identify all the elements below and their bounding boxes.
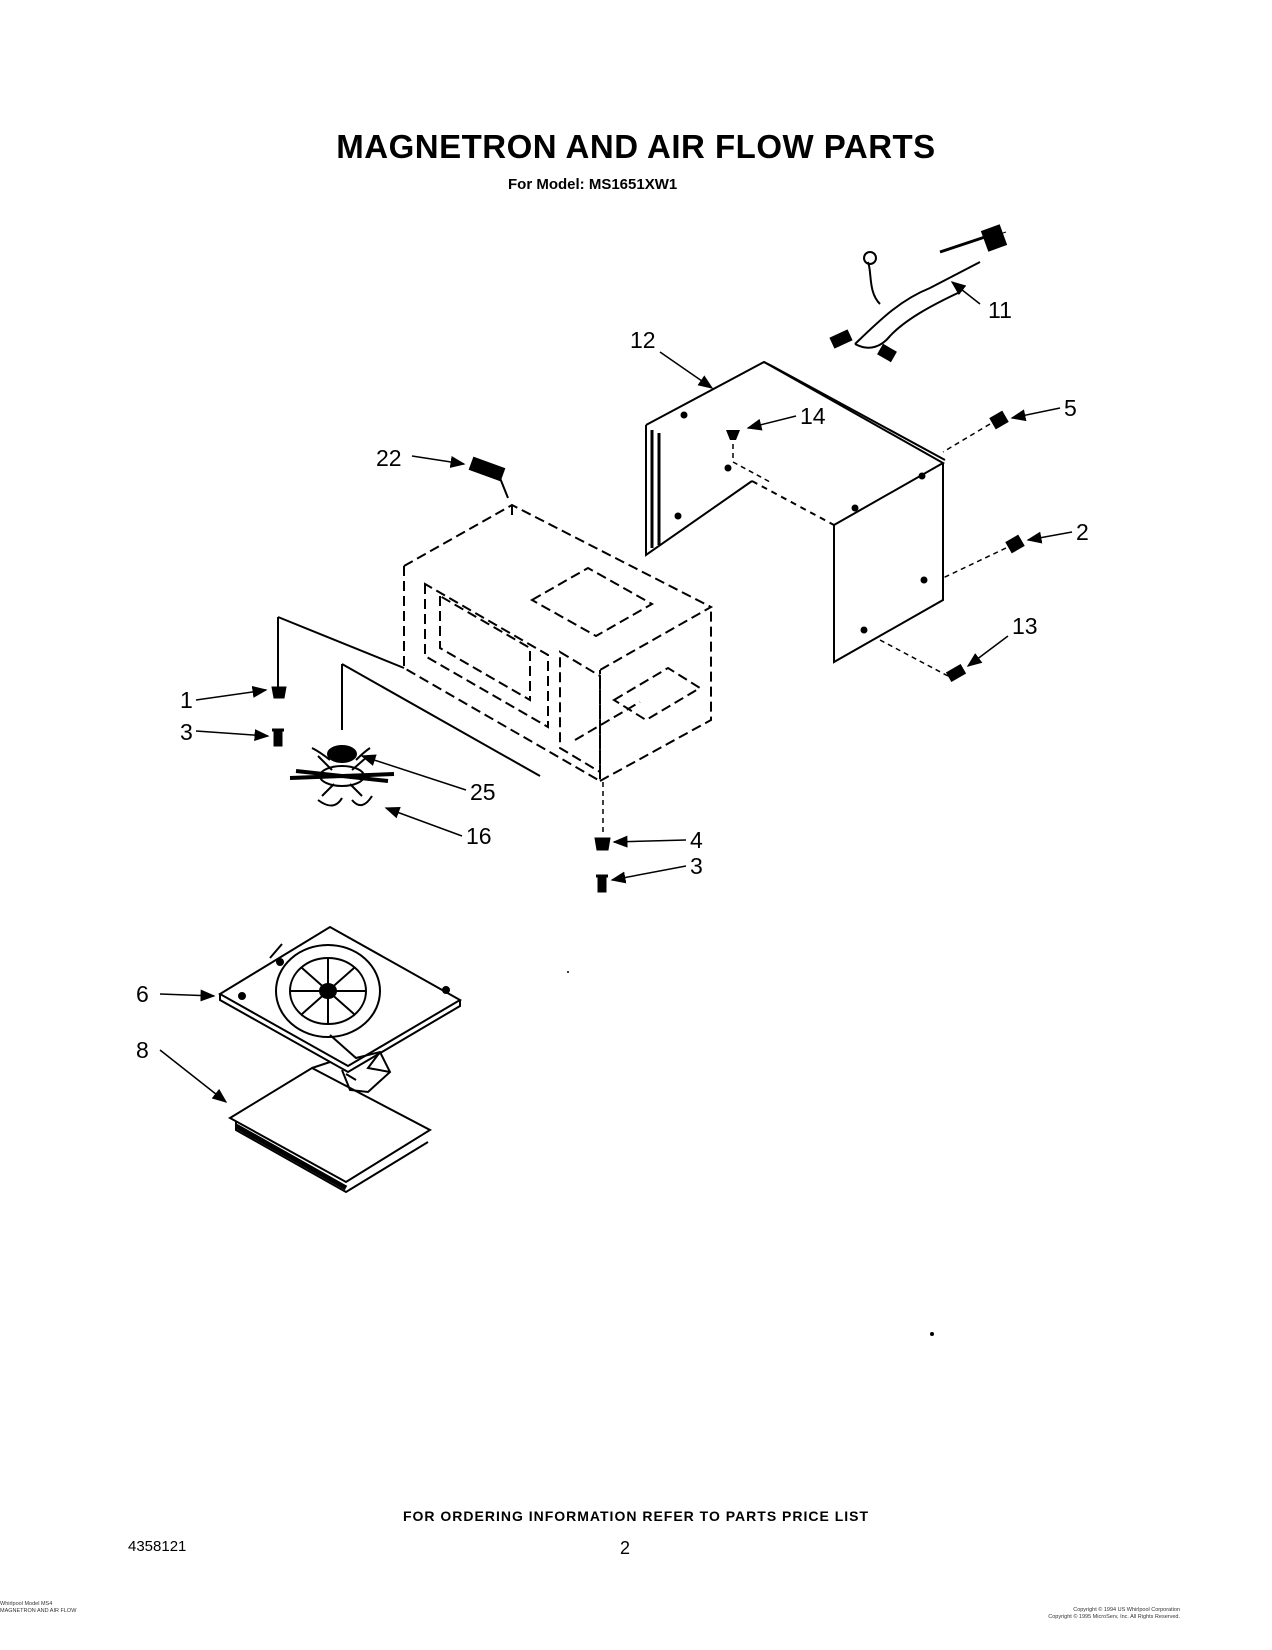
callout-1: 1 — [180, 687, 193, 713]
callout-4: 4 — [690, 827, 703, 853]
footer-meta-left: Whirlpool Model MS4 MAGNETRON AND AIR FL… — [0, 1601, 76, 1615]
screw-14-part — [726, 430, 771, 483]
thermal-cutout-part — [468, 456, 509, 499]
meta-left-line-2: MAGNETRON AND AIR FLOW — [0, 1608, 77, 1614]
copyright-line-2: Copyright © 1995 MicroServ, Inc. All Rig… — [1048, 1614, 1180, 1620]
callout-8: 8 — [136, 1037, 149, 1063]
callout-5: 5 — [1064, 395, 1077, 421]
callout-3-left: 3 — [180, 719, 193, 745]
callout-16: 16 — [466, 823, 492, 849]
cooling-fan-blade-part — [277, 616, 541, 807]
page-number: 2 — [620, 1538, 631, 1558]
document-number: 4358121 — [128, 1538, 187, 1555]
model-subtitle: For Model: MS1651XW1 — [508, 176, 678, 193]
mount-screws-part — [271, 686, 611, 893]
callout-14: 14 — [800, 403, 826, 429]
callout-6: 6 — [136, 981, 149, 1007]
wire-harness-part — [829, 224, 1008, 363]
callout-3-bottom: 3 — [690, 853, 703, 879]
callout-25: 25 — [470, 779, 496, 805]
fan-assembly-part — [218, 925, 463, 1094]
side-screws-part — [879, 410, 1025, 683]
meta-left-line-1: Whirlpool Model MS4 — [0, 1601, 53, 1607]
callout-leader-lines — [159, 281, 1073, 1103]
outer-cabinet-part — [645, 360, 946, 664]
ordering-note: FOR ORDERING INFORMATION REFER TO PARTS … — [402, 1508, 870, 1524]
scan-specks — [567, 971, 934, 1336]
callout-2: 2 — [1076, 519, 1089, 545]
oven-chassis-outline — [403, 503, 714, 783]
callout-12: 12 — [630, 327, 656, 353]
callout-11: 11 — [988, 297, 1012, 323]
callout-13: 13 — [1012, 613, 1038, 639]
filter-tray-part — [228, 1061, 433, 1194]
callout-labels: 11 12 14 5 22 2 13 1 3 25 16 4 3 6 8 — [136, 297, 1089, 1063]
footer-copyright: Copyright © 1994 US Whirlpool Corporatio… — [1048, 1607, 1180, 1621]
callout-22: 22 — [376, 445, 402, 471]
page-title: MAGNETRON AND AIR FLOW PARTS — [336, 128, 936, 165]
copyright-line-1: Copyright © 1994 US Whirlpool Corporatio… — [1073, 1607, 1180, 1613]
